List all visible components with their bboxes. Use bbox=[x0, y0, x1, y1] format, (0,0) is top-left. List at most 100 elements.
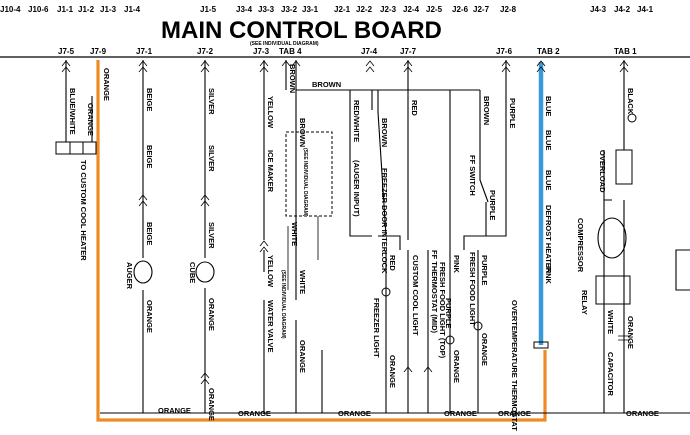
water-valve-label: WATER VALVE bbox=[266, 300, 275, 353]
brown-label-tab4-2: BROWN bbox=[298, 118, 307, 147]
purple-j7-6: PURPLE bbox=[486, 60, 517, 237]
orange-label-capacitor: ORANGE bbox=[626, 316, 635, 349]
pin-j1-1: J1-1 bbox=[57, 5, 74, 14]
pin-j10-4: J10-4 bbox=[0, 5, 21, 14]
connector-labels: J7-5 J7-9 J7-1 J7-2 J7-3 TAB 4 J7-4 J7-7… bbox=[58, 47, 637, 56]
compressor-label: COMPRESSOR bbox=[576, 218, 585, 273]
beige-label-1: BEIGE bbox=[145, 88, 154, 111]
purple-label-switch: PURPLE bbox=[488, 190, 497, 220]
purple-label-j7-6: PURPLE bbox=[508, 98, 517, 128]
pin-j2-1: J2-1 bbox=[334, 5, 351, 14]
right-edge-stub bbox=[675, 249, 690, 291]
blue-label-1: BLUE bbox=[544, 96, 553, 116]
red-label-2: RED bbox=[388, 255, 397, 271]
relay-label: RELAY bbox=[580, 290, 589, 315]
connector-tab2: TAB 2 bbox=[537, 47, 560, 56]
pin-j10-6: J10-6 bbox=[28, 5, 49, 14]
brown-label-tab4: BROWN bbox=[288, 64, 297, 93]
black-label: BLACK bbox=[626, 88, 635, 115]
overload-symbol bbox=[615, 149, 633, 185]
pin-j1-5: J1-5 bbox=[200, 5, 217, 14]
silver-label-2: SILVER bbox=[207, 145, 216, 172]
beige-label-2: BEIGE bbox=[145, 145, 154, 168]
blue-label-3: BLUE bbox=[544, 170, 553, 190]
overtemperature-thermostat-label: OVERTEMPERATURE THERMOSTAT bbox=[510, 300, 519, 431]
orange-label-bottom-3: ORANGE bbox=[338, 409, 371, 418]
freezer-light-label: FREEZER LIGHT bbox=[372, 298, 381, 358]
purple-label-ff: PURPLE bbox=[444, 298, 453, 328]
white-label-2: WHITE bbox=[298, 270, 307, 294]
white-label-capacitor: WHITE bbox=[606, 310, 615, 334]
custom-cool-light-circuit: CUSTOM COOL LIGHT FF THERMOSTAT (MID) bbox=[403, 250, 439, 413]
connector-j7-3: J7-3 bbox=[253, 47, 270, 56]
silver-label-3: SILVER bbox=[207, 222, 216, 249]
water-valve-note: (SEE INDIVIDUAL DIAGRAM) bbox=[280, 270, 286, 339]
cube-label: CUBE bbox=[188, 262, 197, 283]
connector-j7-2: J7-2 bbox=[197, 47, 214, 56]
ice-maker-circuit: YELLOW ICE MAKER YELLOW WATER VALVE BROW… bbox=[259, 60, 333, 413]
blue-white-label: BLUE/WHITE bbox=[68, 88, 77, 135]
pink-label-ff: PINK bbox=[452, 255, 461, 274]
pink-label-defrost: PINK bbox=[544, 266, 553, 285]
auger-input-label: (AUGER INPUT) bbox=[352, 160, 361, 217]
ff-thermostat-label: FF THERMOSTAT (MID) bbox=[430, 250, 439, 334]
orange-label-bottom-2: ORANGE bbox=[238, 409, 271, 418]
orange-wire-main bbox=[96, 60, 547, 422]
orange-label-bottom-right: ORANGE bbox=[498, 409, 531, 418]
overload-label: OVERLOAD bbox=[598, 150, 607, 193]
orange-label-valve: ORANGE bbox=[298, 340, 307, 373]
orange-label-fflt: ORANGE bbox=[452, 350, 461, 383]
silver-label-1: SILVER bbox=[207, 88, 216, 115]
pin-j3-1: J3-1 bbox=[302, 5, 319, 14]
ice-maker-box bbox=[285, 131, 333, 217]
fresh-food-light-label: FRESH FOOD LIGHT bbox=[468, 252, 477, 326]
capacitor-label: CAPACITOR bbox=[606, 352, 615, 396]
connector-j7-6: J7-6 bbox=[496, 47, 513, 56]
freezer-door-interlock: BROWN FREEZER DOOR INTERLOCK bbox=[377, 90, 401, 274]
orange-label-bottom-1: ORANGE bbox=[158, 406, 191, 415]
brown-label-ffswitch: BROWN bbox=[482, 96, 491, 125]
pin-j4-2: J4-2 bbox=[614, 5, 631, 14]
pin-j2-8: J2-8 bbox=[500, 5, 517, 14]
purple-label-fresh-food: PURPLE bbox=[480, 255, 489, 285]
beige-label-3: BEIGE bbox=[145, 222, 154, 245]
connector-tab1: TAB 1 bbox=[614, 47, 637, 56]
connector-j7-9: J7-9 bbox=[90, 47, 107, 56]
white-label-1: WHITE bbox=[290, 222, 299, 246]
ff-switch-label: FF SWITCH bbox=[468, 155, 477, 196]
overtemp-thermostat-symbol bbox=[533, 341, 549, 349]
pin-j1-4: J1-4 bbox=[124, 5, 141, 14]
orange-label-cube: ORANGE bbox=[207, 298, 216, 331]
pin-j2-7: J2-7 bbox=[473, 5, 490, 14]
brown-bus-label: BROWN bbox=[312, 80, 341, 89]
connector-j7-4: J7-4 bbox=[361, 47, 378, 56]
custom-cool-heater-label: TO CUSTOM COOL HEATER bbox=[79, 160, 88, 261]
orange-label-heater: ORANGE bbox=[86, 103, 95, 136]
pin-j2-4: J2-4 bbox=[403, 5, 420, 14]
ff-switch-circuit: BROWN FF SWITCH PURPLE FRESH FOOD LIGHT … bbox=[463, 90, 497, 366]
pin-j2-6: J2-6 bbox=[452, 5, 469, 14]
auger-input-circuit: RED/WHITE (AUGER INPUT) bbox=[349, 60, 375, 237]
compressor-symbol bbox=[597, 217, 627, 259]
pin-j2-2: J2-2 bbox=[356, 5, 373, 14]
yellow-label-1: YELLOW bbox=[266, 96, 275, 129]
connector-j7-5: J7-5 bbox=[58, 47, 75, 56]
orange-label-far-right: ORANGE bbox=[626, 409, 659, 418]
orange-label-auger: ORANGE bbox=[145, 300, 154, 333]
defrost-heater-label: DEFROST HEATER bbox=[544, 205, 553, 274]
pin-j1-3: J1-3 bbox=[100, 5, 117, 14]
auger-label: AUGER bbox=[125, 262, 134, 290]
blue-label-2: BLUE bbox=[544, 130, 553, 150]
cube-circuit: SILVER SILVER SILVER CUBE ORANGE ORANGE bbox=[188, 60, 216, 421]
pin-j2-3: J2-3 bbox=[380, 5, 397, 14]
red-white-label: RED/WHITE bbox=[352, 100, 361, 142]
capacitor-symbol bbox=[618, 335, 630, 341]
orange-label-cube-bottom: ORANGE bbox=[207, 388, 216, 421]
top-pin-labels: J10-4 J10-6 J1-1 J1-2 J1-3 J1-4 J1-5 J3-… bbox=[0, 5, 654, 14]
orange-label-bottom-4: ORANGE bbox=[444, 409, 477, 418]
yellow-label-2: YELLOW bbox=[266, 255, 275, 288]
pin-j2-5: J2-5 bbox=[426, 5, 443, 14]
pin-j3-2: J3-2 bbox=[281, 5, 298, 14]
relay-symbol bbox=[595, 275, 631, 305]
